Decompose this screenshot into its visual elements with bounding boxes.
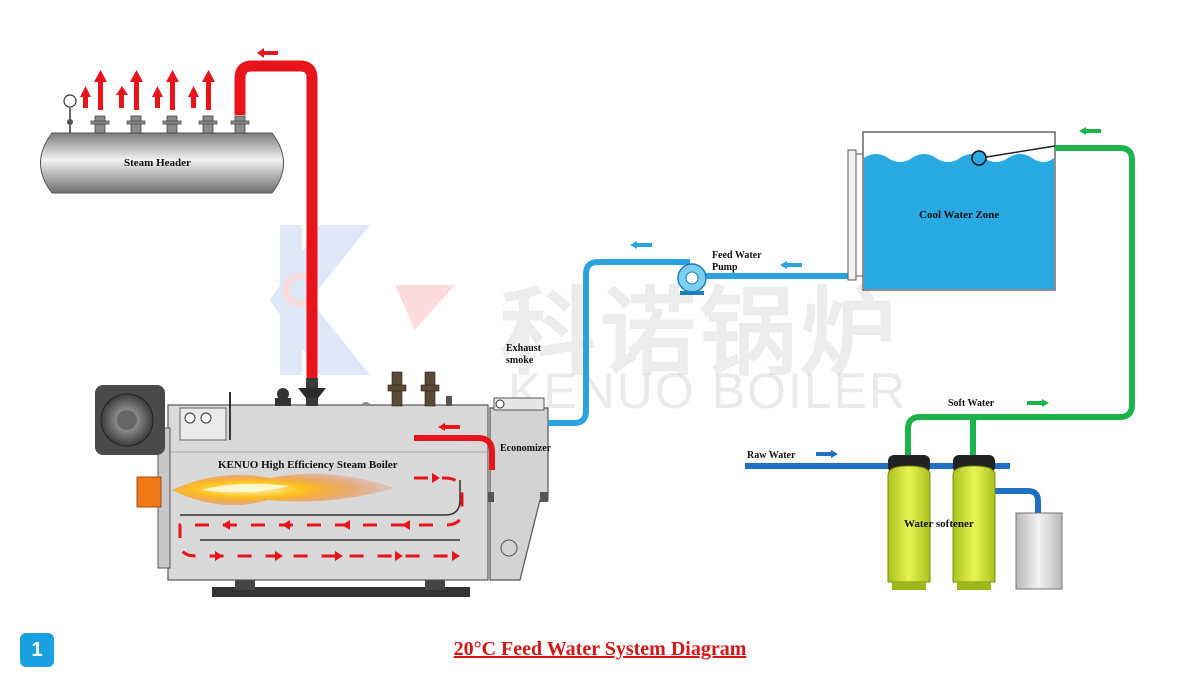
flow-arrow-icon xyxy=(630,241,652,249)
steam-header-label: Steam Header xyxy=(124,157,191,169)
water-softener-label: Water softener xyxy=(904,518,974,530)
page-number-badge: 1 xyxy=(20,633,54,667)
flow-arrow-icon xyxy=(780,261,802,269)
logo-watermark xyxy=(270,225,455,375)
diagram-title: 20°C Feed Water System Diagram xyxy=(453,638,747,660)
valve-icon xyxy=(298,388,326,398)
steam-header xyxy=(40,94,284,194)
pressure-gauge-icon xyxy=(184,412,196,424)
exhaust-smoke-label-line2: smoke xyxy=(506,355,534,366)
feed-water-pump-label-line1: Feed Water xyxy=(712,250,762,261)
water-softener xyxy=(887,455,1063,590)
raw-water-label: Raw Water xyxy=(747,450,796,461)
pressure-gauge-icon xyxy=(63,94,77,108)
flame-icon xyxy=(172,473,395,506)
flow-arrow-icon xyxy=(1079,127,1101,135)
flow-arrow-icon xyxy=(215,473,460,561)
cool-water-zone-label: Cool Water Zone xyxy=(919,209,1000,221)
flow-arrow-icon xyxy=(202,70,215,82)
float-valve-icon xyxy=(971,150,987,166)
flow-arrow-icon xyxy=(166,70,179,82)
feed-water-pump-label-line2: Pump xyxy=(712,262,738,273)
boiler-label: KENUO High Efficiency Steam Boiler xyxy=(218,459,398,471)
flow-arrow-icon xyxy=(257,48,278,58)
flow-arrow-icon xyxy=(438,423,460,431)
flow-arrow-icon xyxy=(94,70,107,82)
flow-arrow-icon xyxy=(816,450,838,458)
exhaust-pipe xyxy=(414,435,495,470)
feed-water-pipe xyxy=(548,259,690,426)
pressure-gauge-icon xyxy=(200,412,212,424)
watermark-chinese: 科诺锅炉 xyxy=(500,277,900,389)
pump-icon xyxy=(677,263,707,295)
exhaust-smoke-label-line1: Exhaust xyxy=(506,343,542,354)
flow-arrow-icon xyxy=(130,70,143,82)
watermark-english: KENUO BOILER xyxy=(508,363,908,419)
steam-main-pipe xyxy=(234,60,318,380)
steam-outlet-arrows xyxy=(80,70,215,110)
economizer xyxy=(488,397,549,581)
water-tank xyxy=(847,131,1056,291)
boiler xyxy=(95,371,489,597)
economizer-label: Economizer xyxy=(500,443,552,454)
flow-arrow-icon xyxy=(1027,399,1049,407)
soft-water-pipe xyxy=(905,145,1135,455)
safety-valve-icon xyxy=(387,371,440,407)
soft-water-label: Soft Water xyxy=(948,398,995,409)
flue-gas-flow xyxy=(178,476,464,558)
